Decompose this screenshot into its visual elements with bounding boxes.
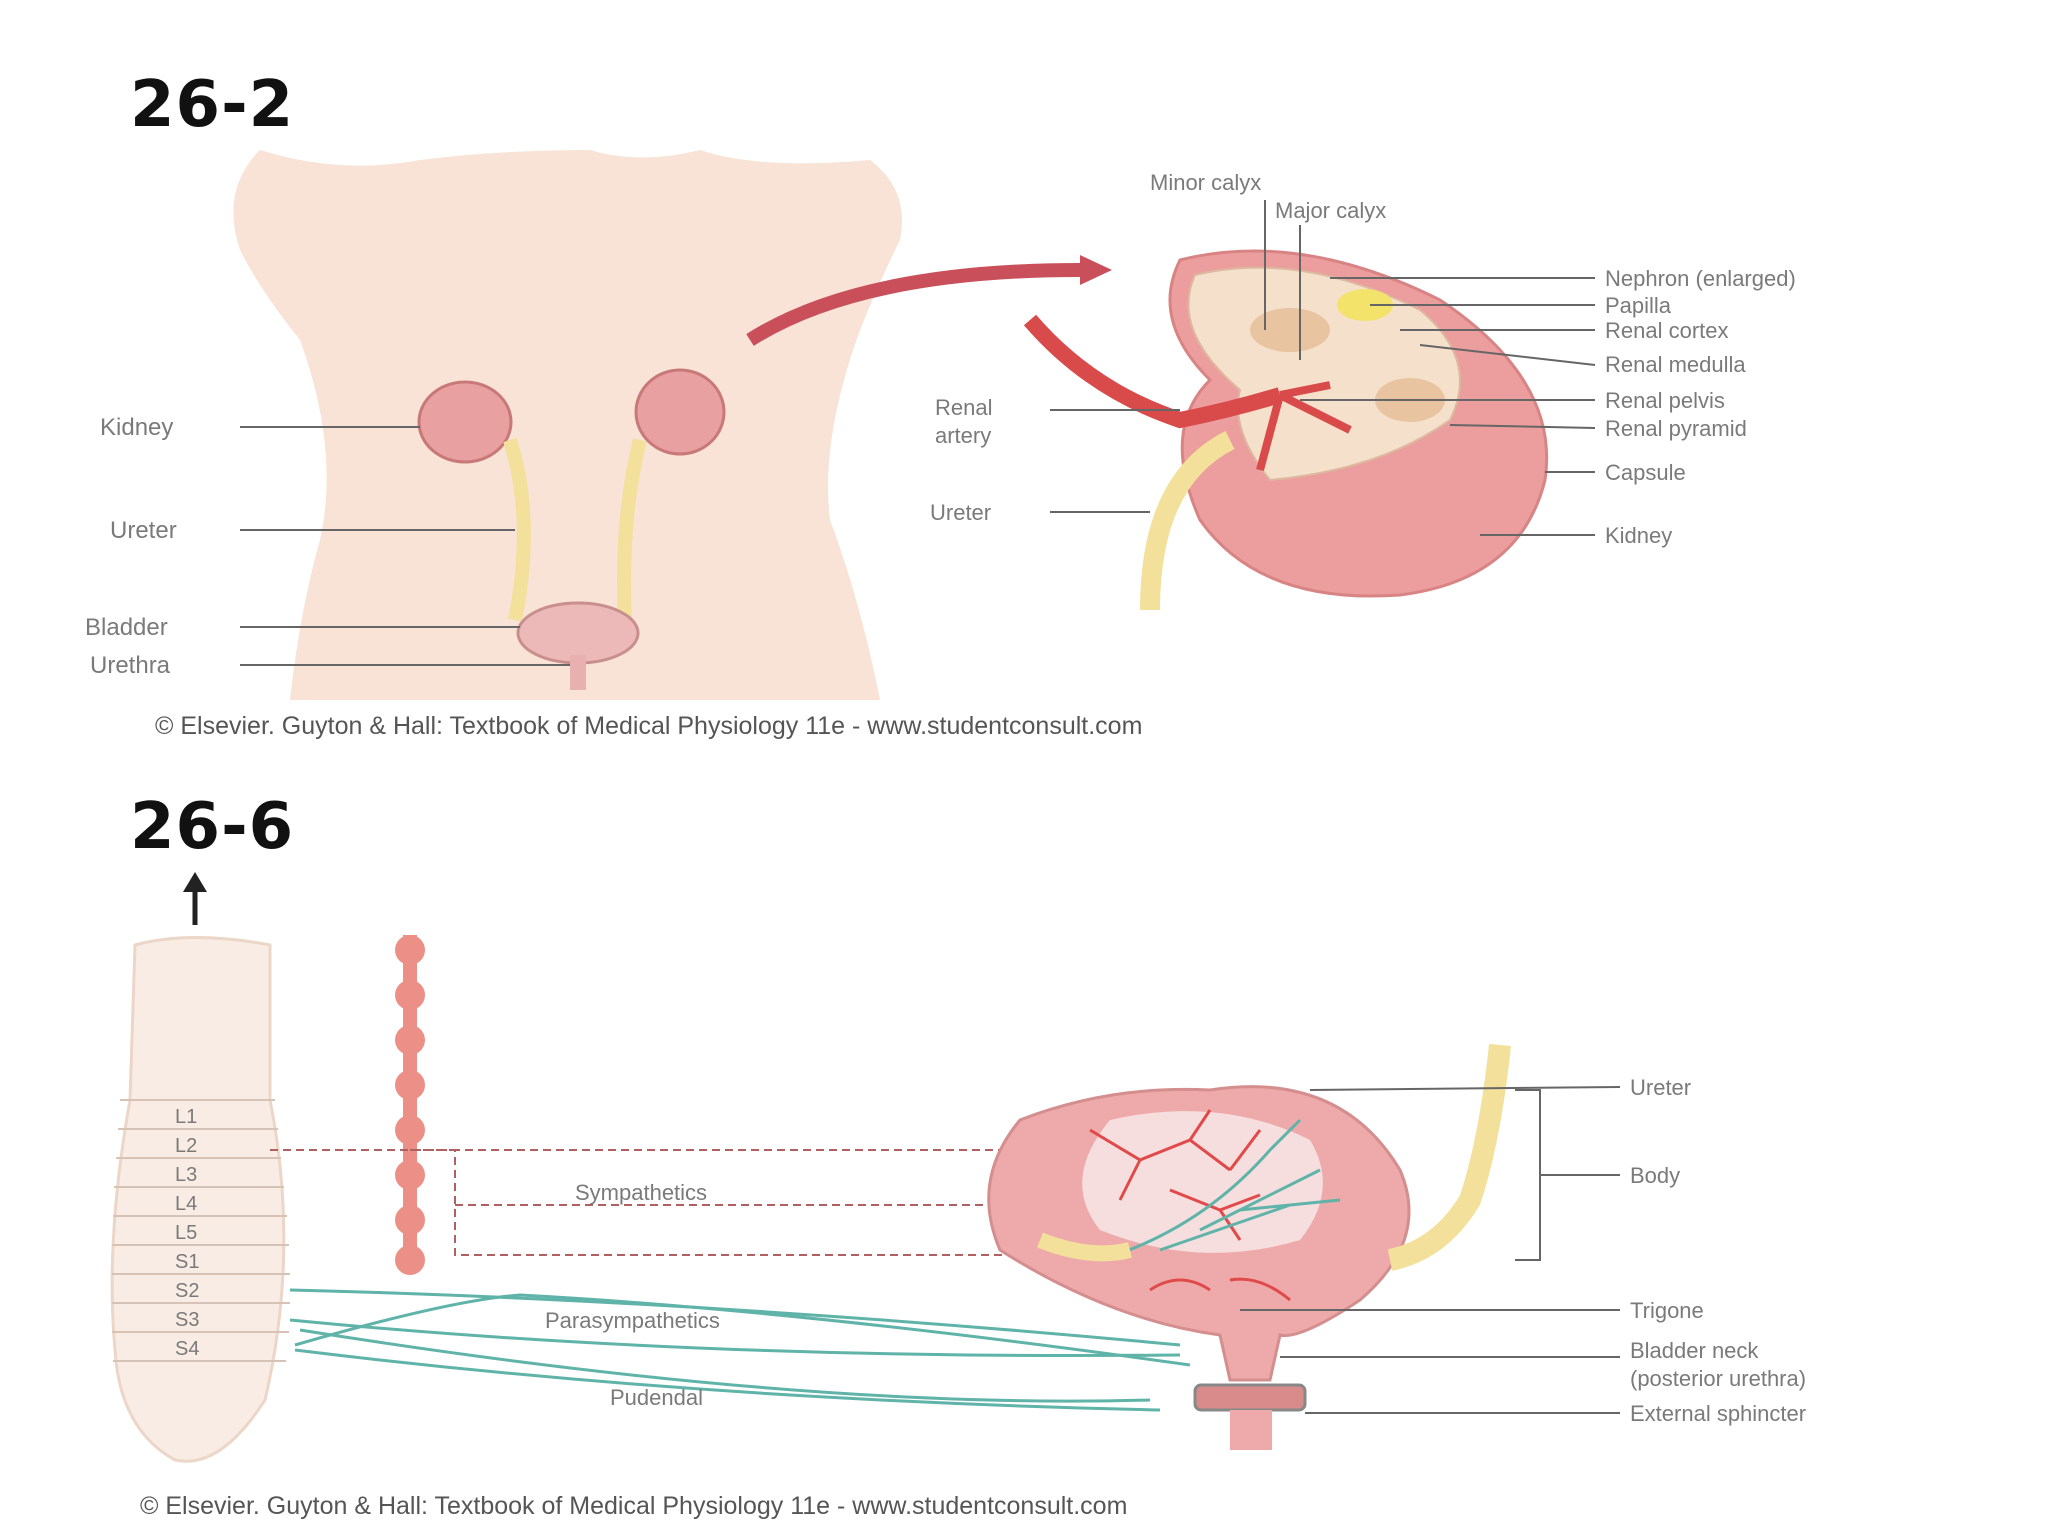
left-ureter-shape: [503, 437, 531, 622]
bladder-ureter-shape: [1387, 1043, 1511, 1271]
urethra-tube-shape: [1230, 1410, 1272, 1450]
spinal-cord-shape: [110, 936, 286, 1463]
credit-top: © Elsevier. Guyton & Hall: Textbook of M…: [155, 712, 1143, 740]
label-capsule: Capsule: [1605, 460, 1686, 485]
label-renal-medulla: Renal medulla: [1605, 352, 1746, 377]
label-nephron: Nephron (enlarged): [1605, 266, 1796, 291]
label-trigone: Trigone: [1630, 1298, 1704, 1323]
right-ureter-shape: [617, 438, 647, 621]
label-external-sphincter: External sphincter: [1630, 1401, 1806, 1426]
arrowhead: [1080, 255, 1112, 285]
label-bladder-ureter: Ureter: [1630, 1075, 1691, 1100]
figure-number-bottom: 26-6: [130, 790, 295, 864]
renal-artery-shape: [1023, 314, 1283, 429]
urethra-shape: [570, 655, 586, 690]
segment-s3: S3: [175, 1309, 199, 1331]
label-bladder-neck-1: Bladder neck: [1630, 1338, 1759, 1363]
kidney-ureter-shape: [1140, 431, 1235, 611]
segment-l2: L2: [175, 1135, 197, 1157]
label-ureter: Ureter: [110, 517, 177, 544]
label-bladder: Bladder: [85, 614, 168, 641]
label-parasympathetics: Parasympathetics: [545, 1308, 720, 1333]
segment-s1: S1: [175, 1251, 199, 1273]
torso-silhouette: [233, 150, 903, 700]
urinary-system-diagram: Kidney Ureter Bladder Urethra Minor caly…: [85, 150, 1796, 700]
label-urethra: Urethra: [90, 652, 171, 679]
label-bladder-neck-2: (posterior urethra): [1630, 1366, 1806, 1391]
sympathetic-ganglia: [395, 935, 425, 1275]
bladder-innervation-diagram: L1 L2 L3 L4 L5 S1 S2 S3 S4: [110, 872, 1806, 1463]
segment-l4: L4: [175, 1193, 197, 1215]
label-pudendal: Pudendal: [610, 1385, 703, 1410]
label-body: Body: [1630, 1163, 1680, 1188]
enlarge-arrow: [746, 263, 1081, 346]
label-renal-cortex: Renal cortex: [1605, 318, 1729, 343]
label-minor-calyx: Minor calyx: [1150, 170, 1261, 195]
label-major-calyx: Major calyx: [1275, 198, 1386, 223]
label-sympathetics: Sympathetics: [575, 1180, 707, 1205]
segment-s2: S2: [175, 1280, 199, 1302]
segment-l5: L5: [175, 1222, 197, 1244]
renal-pyramid-shape: [1250, 308, 1330, 352]
external-sphincter-shape: [1193, 1383, 1307, 1412]
label-renal-pyramid: Renal pyramid: [1605, 416, 1747, 441]
segment-l3: L3: [175, 1164, 197, 1186]
bladder-lumen-shape: [1082, 1111, 1323, 1253]
label-renal-artery-2: artery: [935, 423, 991, 448]
up-arrow-icon: [183, 872, 207, 892]
bladder-shape: [516, 601, 640, 665]
label-kidney-ureter: Ureter: [930, 500, 991, 525]
artery-branch: [1256, 381, 1352, 472]
bladder-vessels: [1089, 1109, 1291, 1302]
figure-number-top: 26-2: [130, 68, 295, 142]
label-kidney-enlarged: Kidney: [1605, 523, 1672, 548]
label-papilla: Papilla: [1605, 293, 1672, 318]
segment-s4: S4: [175, 1338, 199, 1360]
segment-l1: L1: [175, 1106, 197, 1128]
credit-bottom: © Elsevier. Guyton & Hall: Textbook of M…: [140, 1492, 1128, 1520]
right-kidney-shape: [634, 368, 726, 456]
label-kidney: Kidney: [100, 414, 173, 441]
bladder-nerve-branches: [1099, 1118, 1341, 1262]
label-renal-pelvis: Renal pelvis: [1605, 388, 1725, 413]
bladder-ureter-left: [1037, 1232, 1132, 1262]
left-kidney-shape: [417, 380, 513, 464]
papilla-shape: [1337, 289, 1393, 321]
label-renal-artery-1: Renal: [935, 395, 992, 420]
